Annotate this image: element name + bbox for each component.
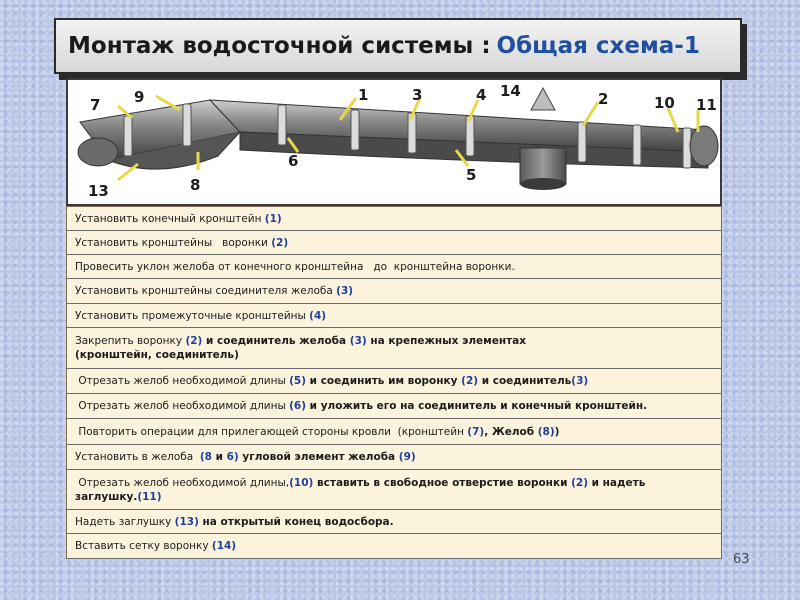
slide-title: Монтаж водосточной системы : Общая схема… <box>54 18 742 74</box>
label-2: 2 <box>598 90 609 108</box>
step-line: Установить кронштейны соединителя желоба… <box>75 284 721 298</box>
step-line: Установить в желоба (8 и 6) угловой элем… <box>75 450 721 464</box>
step-line: Отрезать желоб необходимой длины,(10) вс… <box>75 476 721 490</box>
step-reference: (2) <box>271 236 289 249</box>
step-row: Закрепить воронку (2) и соединитель жело… <box>67 328 721 369</box>
step-text: и соединитель <box>478 375 572 387</box>
step-reference: (3) <box>336 285 354 297</box>
step-line: Надеть заглушку (13) на открытый конец в… <box>75 515 721 529</box>
step-row: Повторить операции для прилегающей сторо… <box>67 419 721 445</box>
title-main: Монтаж водосточной системы : <box>68 33 491 59</box>
step-reference: (5) <box>289 375 307 387</box>
gutter-illustration <box>77 86 719 190</box>
step-reference: (2) <box>461 375 479 387</box>
step-text: Установить промежуточные кронштейны <box>75 309 310 322</box>
step-row: Установить в желоба (8 и 6) угловой элем… <box>67 445 721 470</box>
label-10: 10 <box>654 94 675 112</box>
step-line: Провесить уклон желоба от конечного крон… <box>75 260 721 274</box>
step-row: Провесить уклон желоба от конечного крон… <box>67 255 721 279</box>
gutter-diagram: 7 9 1 3 4 14 2 10 11 6 5 8 13 <box>66 78 722 206</box>
step-row: Установить промежуточные кронштейны (4) <box>67 304 721 328</box>
label-11: 11 <box>696 96 717 114</box>
step-reference: (4) <box>309 309 327 322</box>
step-text: Надеть заглушку <box>75 515 175 528</box>
step-line: Закрепить воронку (2) и соединитель жело… <box>75 334 721 348</box>
label-8: 8 <box>190 176 201 194</box>
step-text: Повторить операции для прилегающей сторо… <box>75 425 468 438</box>
step-reference: 6) <box>226 451 239 463</box>
step-text: угловой элемент желоба <box>238 451 399 463</box>
step-row: Установить кронштейны соединителя желоба… <box>67 279 721 304</box>
title-accent: Общая схема-1 <box>496 33 700 59</box>
step-text: и соединить им воронку <box>306 375 462 387</box>
label-14: 14 <box>500 82 521 100</box>
step-row: Вставить сетку воронку (14) <box>67 534 721 559</box>
step-line: Вставить сетку воронку (14) <box>75 539 721 553</box>
step-text: Провесить уклон желоба от конечного крон… <box>75 260 515 273</box>
steps-table: Установить конечный кронштейн (1)Установ… <box>66 206 722 559</box>
step-reference: (10) <box>289 476 314 489</box>
step-reference: (13) <box>174 515 199 528</box>
label-9: 9 <box>134 88 145 106</box>
label-3: 3 <box>412 86 423 104</box>
step-text: Отрезать желоб необходимой длины <box>75 400 290 412</box>
step-row: Отрезать желоб необходимой длины (6) и у… <box>67 394 721 419</box>
step-text: Отрезать желоб необходимой длины, <box>75 476 290 489</box>
step-reference: (1) <box>264 212 282 225</box>
step-text: Желоб <box>491 425 538 438</box>
step-reference: (3) <box>571 375 589 387</box>
step-text: заглушку. <box>75 490 138 503</box>
step-text: и соединитель желоба <box>202 335 350 347</box>
step-line: заглушку.(11) <box>75 490 721 504</box>
step-reference: (8) <box>537 425 555 438</box>
step-text: Закрепить воронку <box>75 335 186 347</box>
step-text: , <box>484 425 492 438</box>
step-text: (кронштейн, соединитель) <box>75 349 239 361</box>
step-line: Установить промежуточные кронштейны (4) <box>75 309 721 323</box>
step-row: Отрезать желоб необходимой длины,(10) вс… <box>67 470 721 510</box>
label-5: 5 <box>466 166 477 184</box>
step-text: и уложить его на соединитель и конечный … <box>306 400 648 412</box>
step-reference: (6) <box>289 400 307 412</box>
step-reference: (2) <box>185 335 203 347</box>
step-text: на крепежных элементах <box>366 335 527 347</box>
step-line: Повторить операции для прилегающей сторо… <box>75 425 721 439</box>
step-text: Установить конечный кронштейн <box>75 212 265 225</box>
step-reference: (7) <box>467 425 485 438</box>
label-4: 4 <box>476 86 487 104</box>
step-line: Отрезать желоб необходимой длины (6) и у… <box>75 399 721 413</box>
step-text: Установить кронштейны воронки <box>75 236 272 249</box>
step-text: на открытый конец водосбора. <box>198 515 394 528</box>
step-line: (кронштейн, соединитель) <box>75 348 721 362</box>
step-line: Отрезать желоб необходимой длины (5) и с… <box>75 374 721 388</box>
step-reference: (8 <box>199 451 212 463</box>
page-number: 63 <box>733 552 750 567</box>
step-reference: (3) <box>349 335 367 347</box>
step-reference: (9) <box>398 451 416 463</box>
step-text: Вставить сетку воронку <box>75 540 212 552</box>
step-line: Установить конечный кронштейн (1) <box>75 212 721 226</box>
label-7: 7 <box>90 96 101 114</box>
label-6: 6 <box>288 152 299 170</box>
step-row: Установить кронштейны воронки (2) <box>67 231 721 255</box>
step-text: и <box>211 451 227 463</box>
step-line: Установить кронштейны воронки (2) <box>75 236 721 250</box>
step-text: и надеть <box>588 476 646 489</box>
step-row: Установить конечный кронштейн (1) <box>67 207 721 231</box>
step-row: Отрезать желоб необходимой длины (5) и с… <box>67 369 721 394</box>
step-text: вставить в свободное отверстие воронки <box>313 476 572 489</box>
step-reference: (11) <box>137 490 162 503</box>
step-text: Отрезать желоб необходимой длины <box>75 375 290 387</box>
step-text: ) <box>554 425 560 438</box>
step-reference: (2) <box>571 476 588 489</box>
label-13: 13 <box>88 182 109 200</box>
step-text: Установить кронштейны соединителя желоба <box>75 285 337 297</box>
step-reference: (14) <box>211 540 237 552</box>
label-1: 1 <box>358 86 369 104</box>
step-text: Установить в желоба <box>75 451 200 463</box>
step-row: Надеть заглушку (13) на открытый конец в… <box>67 510 721 534</box>
